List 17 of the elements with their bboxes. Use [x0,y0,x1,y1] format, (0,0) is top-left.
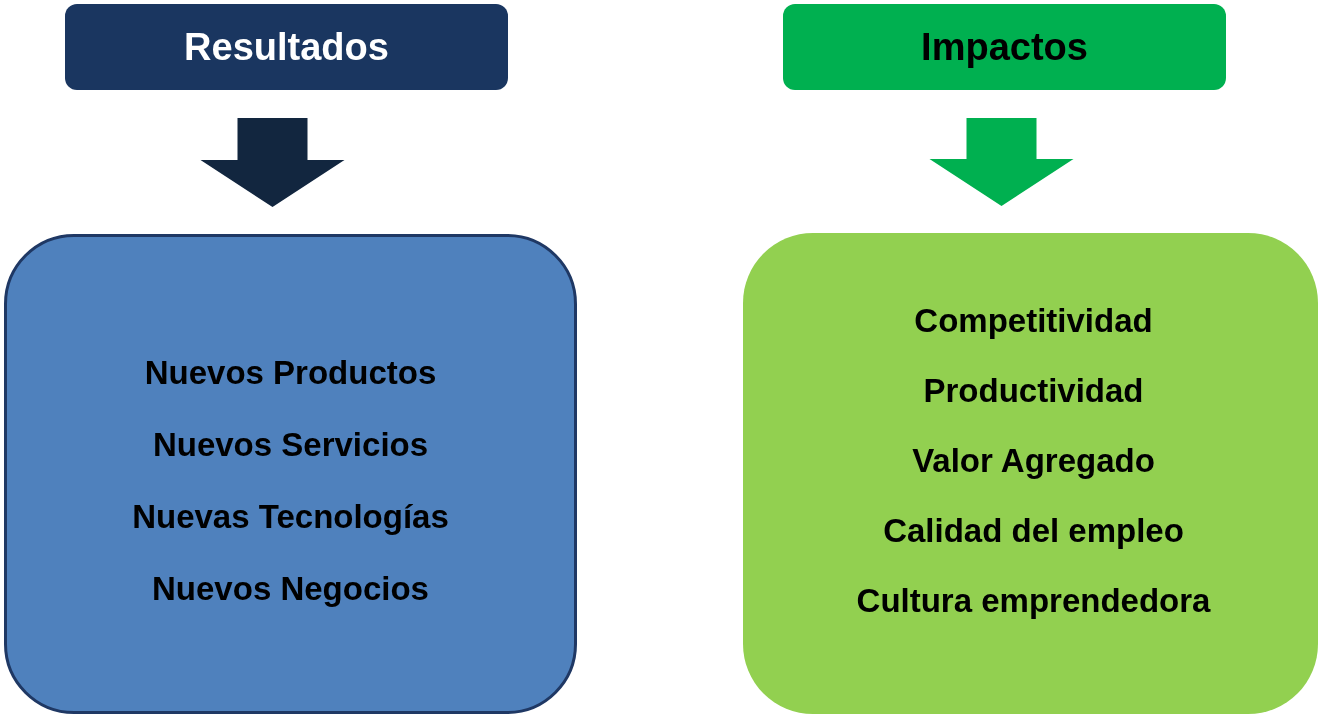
list-item: Valor Agregado [912,444,1155,477]
block-arrow [200,118,345,207]
list-item: Nuevas Tecnologías [132,499,449,533]
list-item: Nuevos Servicios [152,427,429,461]
header-title: Resultados [184,28,389,66]
list-item: Productividad [923,374,1144,407]
rounded-box [4,234,577,714]
header-box [65,4,508,90]
list-item: Calidad del empleo [883,514,1184,547]
header-title: Impactos [921,28,1088,66]
list-item: Nuevos Productos [144,355,437,389]
block-arrow [929,118,1074,206]
list-item: Cultura emprendedora [856,584,1211,617]
rounded-box [743,233,1318,714]
list-item: Nuevos Negocios [152,571,429,605]
header-box [783,4,1226,90]
list-item: Competitividad [914,304,1153,337]
